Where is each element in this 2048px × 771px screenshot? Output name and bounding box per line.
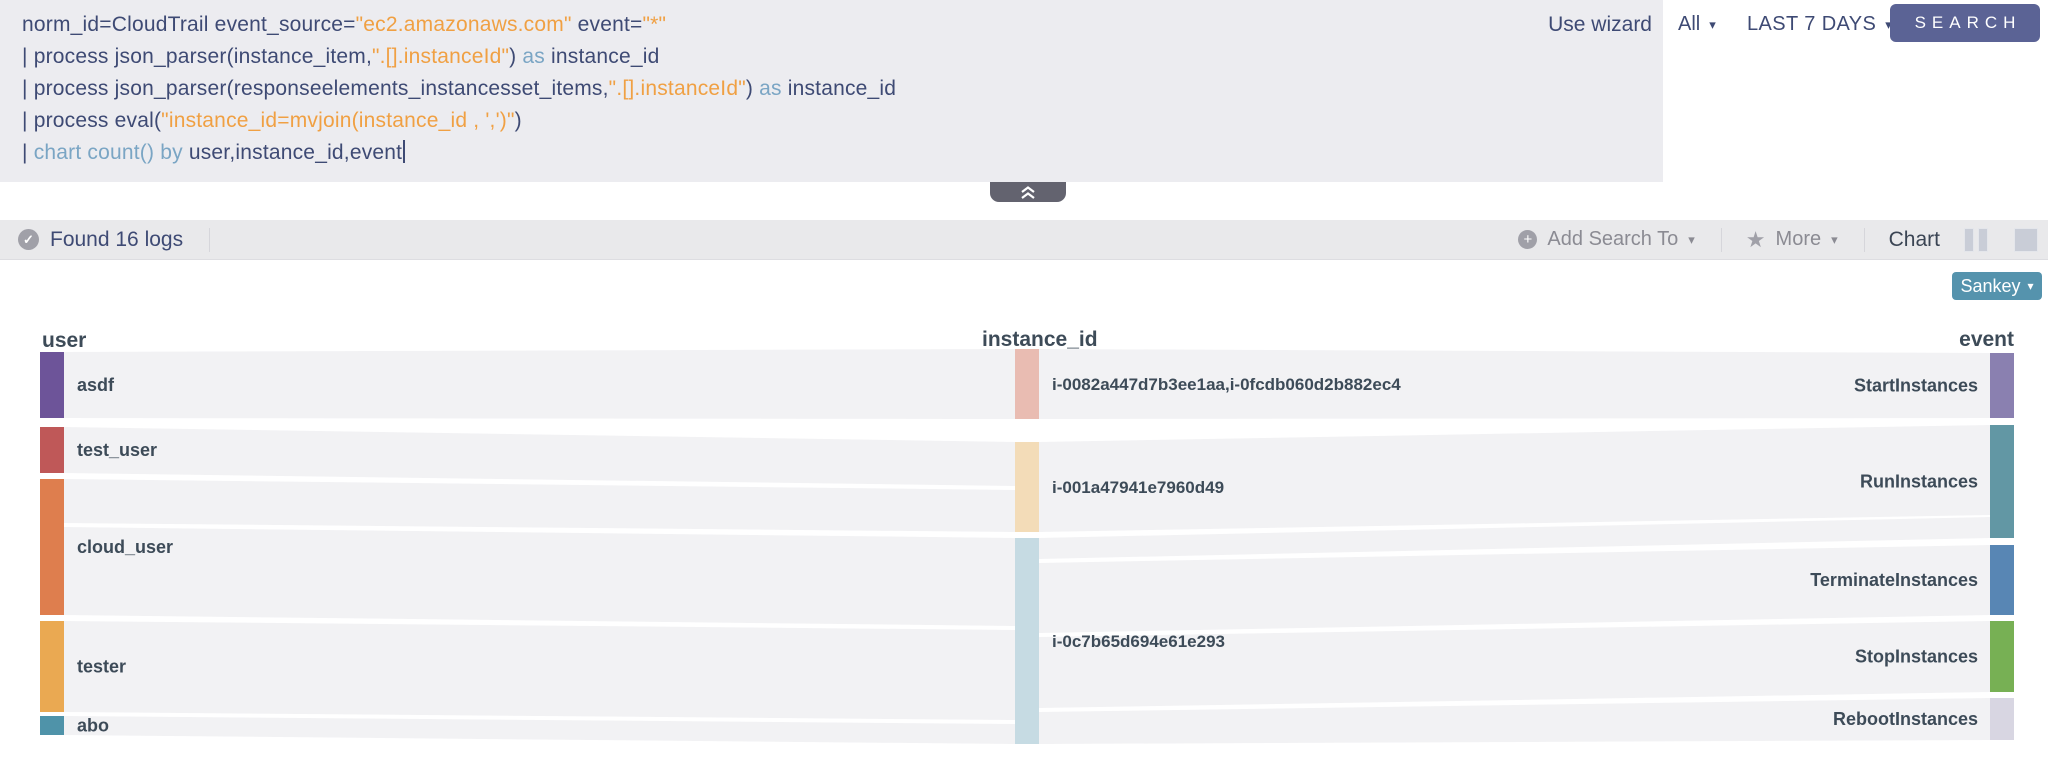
text-cursor [403, 140, 406, 163]
sankey-link-abo-inst3[interactable] [64, 716, 1015, 744]
sankey-node-label-inst3: i-0c7b65d694e61e293 [1052, 632, 1225, 651]
status-bar: ✓ Found 16 logs + Add Search To ▾ ★ More… [0, 220, 2048, 260]
scope-dropdown[interactable]: All ▾ [1678, 13, 1716, 36]
sankey-link-inst3-RunInstances[interactable] [1039, 517, 1990, 559]
divider [1863, 227, 1865, 252]
sankey-link-inst3-StopInstances[interactable] [1039, 621, 1990, 708]
success-check-icon: ✓ [18, 229, 39, 250]
sankey-node-label-TerminateInstances: TerminateInstances [1810, 570, 1978, 590]
sankey-node-label-asdf: asdf [77, 375, 115, 395]
grid-view-icon[interactable] [2014, 227, 2038, 252]
sankey-node-inst2[interactable] [1015, 442, 1039, 532]
use-wizard-button[interactable]: Use wizard [1548, 13, 1652, 36]
sankey-link-cloud_user-inst3[interactable] [64, 527, 1015, 626]
time-range-value: LAST 7 DAYS [1747, 13, 1877, 35]
sankey-link-inst3-TerminateInstances[interactable] [1039, 545, 1990, 633]
divider [1720, 227, 1722, 252]
search-button[interactable]: SEARCH [1890, 4, 2040, 42]
plus-icon: + [1518, 230, 1538, 249]
add-search-to-dropdown[interactable]: + Add Search To ▾ [1518, 228, 1695, 251]
sankey-node-RebootInstances[interactable] [1990, 698, 2014, 740]
sankey-link-inst1-StartInstances[interactable] [1039, 349, 1990, 419]
sankey-node-RunInstances[interactable] [1990, 425, 2014, 538]
chart-type-value: Sankey [1960, 275, 2021, 296]
time-range-dropdown[interactable]: LAST 7 DAYS ▾ [1747, 13, 1892, 36]
sankey-node-cloud_user[interactable] [40, 479, 64, 615]
query-line[interactable]: | process json_parser(responseelements_i… [22, 77, 897, 100]
check-glyph: ✓ [23, 231, 34, 247]
sankey-node-asdf[interactable] [40, 352, 64, 418]
sankey-node-StopInstances[interactable] [1990, 621, 2014, 692]
divider [209, 227, 211, 252]
chevron-down-icon: ▾ [1709, 17, 1716, 32]
chevron-double-up-icon [1021, 185, 1035, 199]
results-summary: ✓ Found 16 logs [0, 227, 211, 252]
chart-view-group: Chart [1888, 227, 2038, 252]
sankey-node-label-abo: abo [77, 716, 109, 736]
sankey-node-label-StartInstances: StartInstances [1854, 376, 1978, 396]
search-toolbar: All ▾ LAST 7 DAYS ▾ SEARCH [1663, 0, 2048, 60]
sankey-column-header-user: user [42, 329, 86, 352]
chevron-down-icon: ▾ [2027, 279, 2034, 293]
chevron-down-icon: ▾ [1831, 232, 1838, 247]
sankey-node-label-inst2: i-001a47941e7960d49 [1052, 478, 1224, 497]
query-line[interactable]: | process json_parser(instance_item,".[]… [22, 45, 660, 68]
status-bar-actions: + Add Search To ▾ ★ More ▾ Chart [1494, 227, 2048, 252]
sankey-node-label-RebootInstances: RebootInstances [1833, 709, 1978, 729]
query-line[interactable]: norm_id=CloudTrail event_source="ec2.ama… [22, 13, 667, 36]
sankey-node-label-cloud_user: cloud_user [77, 537, 173, 557]
found-logs-count: Found 16 logs [50, 227, 184, 251]
sankey-node-label-StopInstances: StopInstances [1855, 647, 1978, 667]
scope-value: All [1678, 13, 1701, 35]
sankey-node-TerminateInstances[interactable] [1990, 545, 2014, 615]
plus-glyph: + [1523, 231, 1533, 248]
query-line[interactable]: | chart count() by user,instance_id,even… [22, 137, 896, 169]
sankey-link-inst2-RunInstances[interactable] [1039, 425, 1990, 532]
sankey-node-label-inst1: i-0082a447d7b3ee1aa,i-0fcdb060d2b882ec4 [1052, 375, 1401, 394]
star-icon: ★ [1745, 226, 1766, 252]
sankey-node-label-RunInstances: RunInstances [1860, 472, 1978, 492]
sankey-link-tester-inst3[interactable] [64, 621, 1015, 720]
chart-type-button[interactable]: Sankey ▾ [1952, 272, 2042, 300]
sankey-node-label-tester: tester [77, 657, 126, 677]
query-editor[interactable]: norm_id=CloudTrail event_source="ec2.ama… [0, 0, 1663, 182]
columns-view-icon[interactable] [1964, 227, 1988, 252]
sankey-link-asdf-inst1[interactable] [64, 349, 1015, 419]
sankey-node-abo[interactable] [40, 716, 64, 735]
sankey-node-label-test_user: test_user [77, 440, 157, 460]
sankey-node-inst3[interactable] [1015, 538, 1039, 744]
query-line[interactable]: | process eval("instance_id=mvjoin(insta… [22, 109, 522, 132]
add-search-to-label: Add Search To [1547, 228, 1679, 250]
sankey-node-inst1[interactable] [1015, 349, 1039, 419]
sankey-column-header-instance_id: instance_id [982, 328, 1098, 351]
sankey-column-header-event: event [1959, 328, 2014, 351]
sankey-link-test_user-inst2[interactable] [64, 427, 1015, 486]
chevron-down-icon: ▾ [1688, 232, 1695, 247]
collapse-query-tab[interactable] [990, 182, 1066, 202]
sankey-link-cloud_user-inst2[interactable] [64, 479, 1015, 532]
more-label: More [1775, 228, 1822, 250]
sankey-node-StartInstances[interactable] [1990, 353, 2014, 418]
sankey-link-inst3-RebootInstances[interactable] [1039, 698, 1990, 744]
sankey-node-tester[interactable] [40, 621, 64, 712]
sankey-node-test_user[interactable] [40, 427, 64, 473]
chevron-down-icon: ▾ [1885, 17, 1893, 32]
chart-label: Chart [1888, 227, 1940, 251]
query-lines: norm_id=CloudTrail event_source="ec2.ama… [22, 9, 896, 169]
more-dropdown[interactable]: ★ More ▾ [1746, 228, 1838, 251]
